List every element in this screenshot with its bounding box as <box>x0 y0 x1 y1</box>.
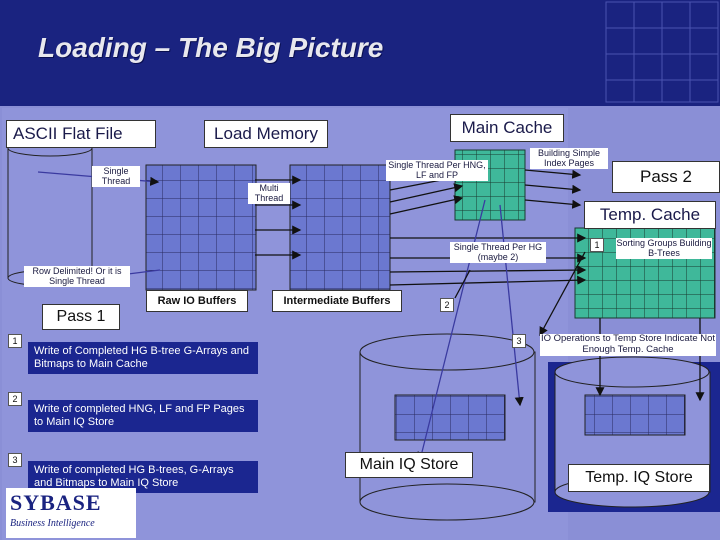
single-thread-hng-label: Single Thread Per HNG, LF and FP <box>386 160 488 181</box>
marker-3: 3 <box>512 334 526 348</box>
single-thread-label: Single Thread <box>92 166 140 187</box>
raw-io-buffers-label: Raw IO Buffers <box>146 290 248 312</box>
load-memory-label: Load Memory <box>204 120 328 148</box>
ascii-flat-file-cylinder <box>7 139 93 287</box>
main-iq-store-cylinder <box>359 333 536 521</box>
marker-2: 2 <box>440 298 454 312</box>
multi-thread-label: Multi Thread <box>248 183 290 204</box>
logo-text: SYBASE <box>10 490 102 515</box>
pass2-label: Pass 2 <box>612 161 720 193</box>
main-cache-label: Main Cache <box>450 114 564 142</box>
single-thread-hg-label: Single Thread Per HG (maybe 2) <box>450 242 546 263</box>
logo-subtext: Business Intelligence <box>10 518 95 529</box>
header-band <box>0 0 720 106</box>
decorative-grid <box>605 1 719 103</box>
note-number-3: 3 <box>8 453 22 467</box>
io-operations-label: IO Operations to Temp Store Indicate Not… <box>540 333 716 356</box>
note-2: Write of completed HNG, LF and FP Pages … <box>28 400 258 433</box>
main-iq-store-label: Main IQ Store <box>345 452 473 478</box>
note-3: Write of completed HG B-trees, G-Arrays … <box>28 461 258 494</box>
building-simple-label: Building Simple Index Pages <box>530 148 608 169</box>
pass1-label: Pass 1 <box>42 304 120 330</box>
note-1: Write of Completed HG B-tree G-Arrays an… <box>28 342 258 375</box>
row-delimited-label: Row Delimited! Or it is Single Thread <box>24 266 130 287</box>
temp-cache-label: Temp. Cache <box>584 201 716 229</box>
sorting-groups-label: Sorting Groups Building B-Trees <box>616 238 712 259</box>
note-number-1: 1 <box>8 334 22 348</box>
raw-io-buffers-grid <box>145 164 257 291</box>
marker-1: 1 <box>590 238 604 252</box>
temp-iq-store-label: Temp. IQ Store <box>568 464 710 492</box>
intermediate-buffers-label: Intermediate Buffers <box>272 290 402 312</box>
intermediate-buffers-grid <box>289 164 391 291</box>
page-title: Loading – The Big Picture <box>38 32 384 63</box>
sybase-logo: SYBASE Business Intelligence <box>6 488 136 538</box>
note-number-2: 2 <box>8 392 22 406</box>
ascii-flat-file-label: ASCII Flat File <box>6 120 156 148</box>
